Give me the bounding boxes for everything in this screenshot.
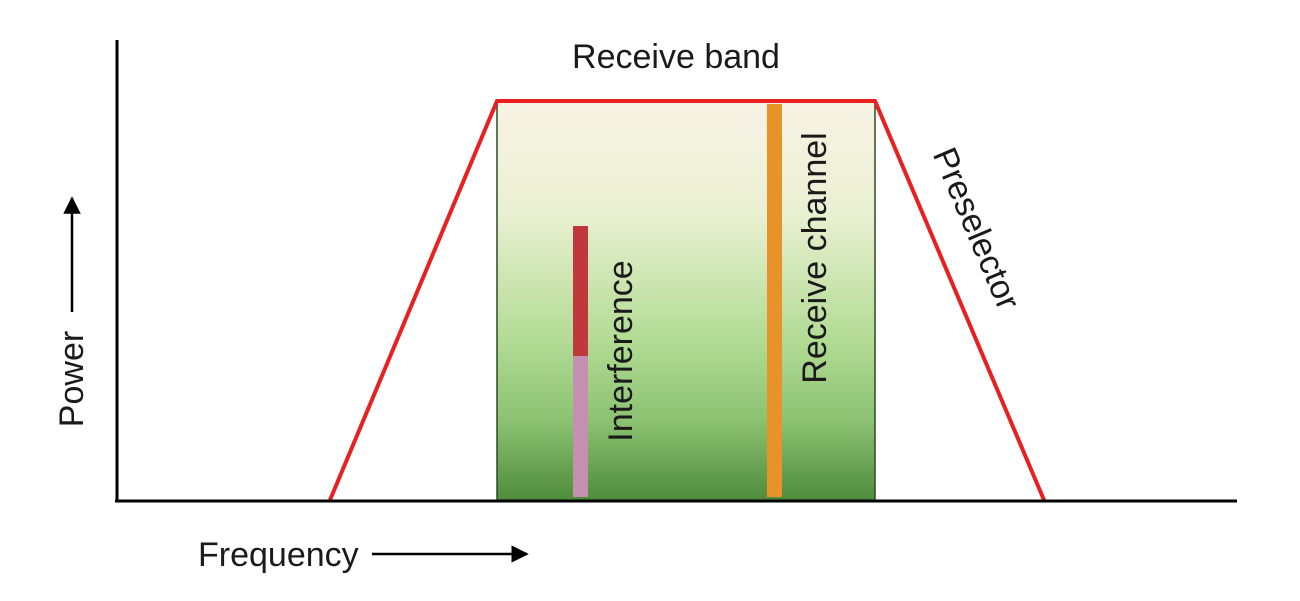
- receive-channel-bar: [767, 104, 782, 497]
- interference-bar-upper: [573, 226, 588, 356]
- interference-bar-lower: [573, 356, 588, 497]
- interference-label: Interference: [602, 260, 640, 441]
- receive-channel-label: Receive channel: [796, 132, 834, 383]
- preselector-curve: [328, 99, 1046, 501]
- receive-band-area: [497, 102, 875, 500]
- frequency-axis-label: Frequency: [198, 536, 359, 574]
- preselector-label: Preselector: [925, 142, 1027, 315]
- receive-band-label: Receive band: [572, 38, 780, 76]
- power-axis-label: Power: [53, 331, 91, 427]
